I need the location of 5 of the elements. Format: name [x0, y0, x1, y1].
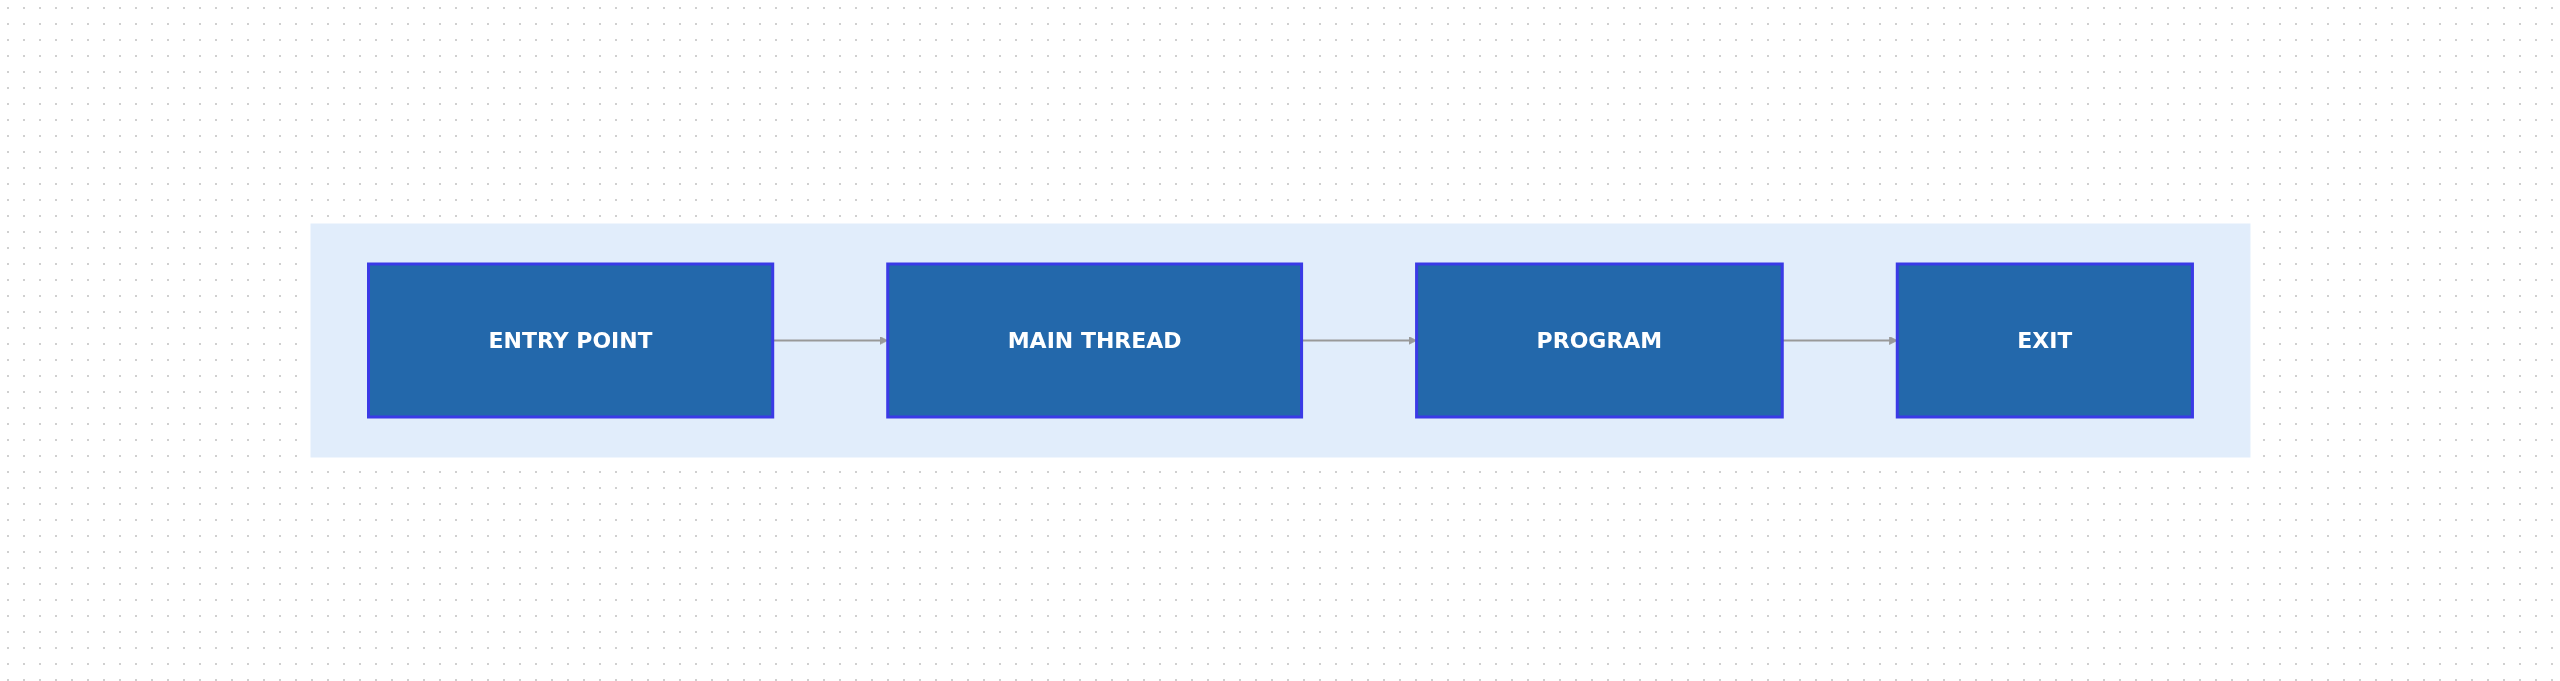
cluster [310, 223, 2250, 458]
node-box: ENTRY POINT [366, 262, 774, 419]
node-box: EXIT [1895, 262, 2194, 419]
node-box: PROGRAM [1414, 262, 1784, 419]
node-box: MAIN THREAD [885, 262, 1303, 419]
